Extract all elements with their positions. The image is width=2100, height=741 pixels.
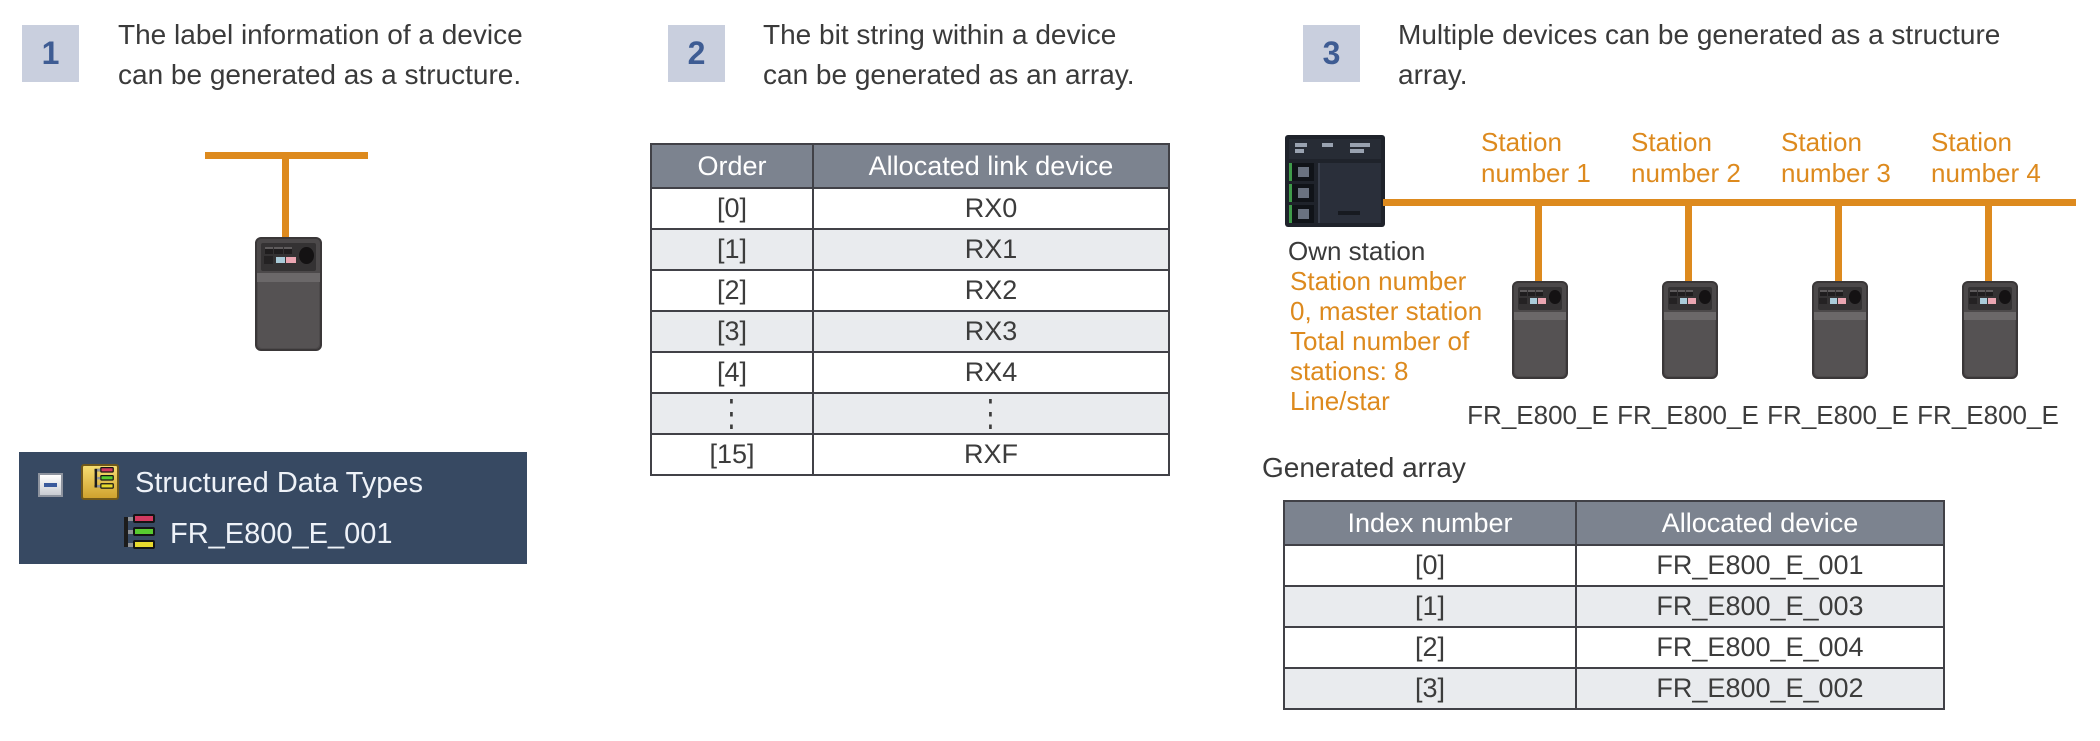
keypad-button xyxy=(284,246,293,255)
table-row: [4]RX4 xyxy=(650,351,1170,394)
network-drop-line xyxy=(1985,199,1992,283)
keypad-dial xyxy=(299,246,314,264)
table-cell: [3] xyxy=(650,310,814,353)
table-cell: [0] xyxy=(1283,544,1577,587)
inverter-band xyxy=(257,273,320,282)
section-1-number: 1 xyxy=(41,35,60,71)
table-cell: RXF xyxy=(812,433,1170,476)
section-3-number: 3 xyxy=(1322,35,1341,71)
table-cell: [2] xyxy=(1283,626,1577,669)
generated-array-table: Index number Allocated device [0]FR_E800… xyxy=(1283,500,1945,710)
master-station-info: Station number 0, master station Total n… xyxy=(1290,266,1483,416)
device-label-1: FR_E800_E xyxy=(1467,400,1609,430)
table-row: [1]RX1 xyxy=(650,228,1170,271)
device-label-4: FR_E800_E xyxy=(1917,400,2059,430)
table-cell: [2] xyxy=(650,269,814,312)
table-row: [15]RXF xyxy=(650,433,1170,476)
table-row: [3]FR_E800_E_002 xyxy=(1283,667,1945,710)
table-cell: [1] xyxy=(1283,585,1577,628)
section-1-caption-line1: The label information of a device xyxy=(118,19,523,50)
section-3-caption-line1: Multiple devices can be generated as a s… xyxy=(1398,19,2001,50)
inverter-device xyxy=(255,237,322,351)
inverter-device-station-1 xyxy=(1512,281,1568,379)
table-cell: RX4 xyxy=(812,351,1170,394)
inverter-device-station-3 xyxy=(1812,281,1868,379)
station-1-label: Station number 1 xyxy=(1481,127,1591,188)
inverter-body xyxy=(258,281,319,348)
section-2-caption-line2: can be generated as an array. xyxy=(763,59,1135,90)
device-label-2: FR_E800_E xyxy=(1617,400,1759,430)
section-2-number: 2 xyxy=(687,35,706,71)
table-cell: FR_E800_E_002 xyxy=(1575,667,1945,710)
own-station-label: Own station xyxy=(1288,236,1426,266)
inverter-device-station-4 xyxy=(1962,281,2018,379)
column-header-allocated-device: Allocated device xyxy=(1575,500,1945,546)
tree-collapse-icon[interactable] xyxy=(38,473,63,497)
table-row: [0]FR_E800_E_001 xyxy=(1283,544,1945,587)
section-1-badge: 1 xyxy=(22,25,79,82)
section-1-caption: The label information of a device can be… xyxy=(118,15,523,95)
keypad-button xyxy=(263,256,274,264)
table-cell: RX3 xyxy=(812,310,1170,353)
table-cell: RX0 xyxy=(812,187,1170,230)
column-header-index-number: Index number xyxy=(1283,500,1577,546)
network-bus-line xyxy=(1383,199,2076,206)
station-4-label: Station number 4 xyxy=(1931,127,2041,188)
keypad-button xyxy=(274,246,283,255)
generated-array-title: Generated array xyxy=(1262,452,1466,483)
section-3-caption: Multiple devices can be generated as a s… xyxy=(1398,15,2000,95)
table-cell: RX1 xyxy=(812,228,1170,271)
table-cell: [15] xyxy=(650,433,814,476)
table-cell: [3] xyxy=(1283,667,1577,710)
table-cell: FR_E800_E_001 xyxy=(1575,544,1945,587)
plc-icon xyxy=(1285,135,1385,227)
table-row: [2]RX2 xyxy=(650,269,1170,312)
table-row: [1]FR_E800_E_003 xyxy=(1283,585,1945,628)
table-cell: [1] xyxy=(650,228,814,271)
section-2-badge: 2 xyxy=(668,25,725,82)
column-header-order: Order xyxy=(650,143,814,189)
table-cell: ⋮ xyxy=(650,391,814,435)
inverter-keypad xyxy=(261,243,316,271)
section-3-badge: 3 xyxy=(1303,25,1360,82)
section-2-caption: The bit string within a device can be ge… xyxy=(763,15,1135,95)
table-cell: RX2 xyxy=(812,269,1170,312)
station-3-label: Station number 3 xyxy=(1781,127,1891,188)
plc-indicator-strip xyxy=(1289,138,1381,159)
structure-icon xyxy=(94,467,115,489)
table-header-row: Index number Allocated device xyxy=(1283,500,1945,546)
table-cell: FR_E800_E_003 xyxy=(1575,585,1945,628)
plc-ports xyxy=(1289,162,1314,224)
plc-face xyxy=(1318,162,1381,224)
table-cell: [4] xyxy=(650,351,814,394)
section-1-caption-line2: can be generated as a structure. xyxy=(118,59,522,90)
device-label-3: FR_E800_E xyxy=(1767,400,1909,430)
data-type-folder-icon xyxy=(81,464,119,500)
table-cell: [0] xyxy=(650,187,814,230)
table-cell: FR_E800_E_004 xyxy=(1575,626,1945,669)
structure-icon xyxy=(123,514,157,550)
keypad-pink-button xyxy=(286,256,296,264)
table-header-row: Order Allocated link device xyxy=(650,143,1170,189)
table-row: [3]RX3 xyxy=(650,310,1170,353)
tree-item-fr-e800-e-001[interactable]: FR_E800_E_001 xyxy=(170,518,393,550)
table-row: [0]RX0 xyxy=(650,187,1170,230)
network-drop-line xyxy=(282,152,289,239)
section-3-caption-line2: array. xyxy=(1398,59,1468,90)
column-header-allocated-link-device: Allocated link device xyxy=(812,143,1170,189)
station-2-label: Station number 2 xyxy=(1631,127,1741,188)
network-drop-line xyxy=(1685,199,1692,283)
network-drop-line xyxy=(1535,199,1542,283)
bit-array-table: Order Allocated link device [0]RX0[1]RX1… xyxy=(650,143,1170,476)
keypad-button xyxy=(264,246,273,255)
inverter-device-station-2 xyxy=(1662,281,1718,379)
network-drop-line xyxy=(1835,199,1842,283)
table-cell: ⋮ xyxy=(812,391,1170,435)
tree-item-structured-data-types[interactable]: Structured Data Types xyxy=(135,467,424,499)
section-2-caption-line1: The bit string within a device xyxy=(763,19,1117,50)
table-row: [2]FR_E800_E_004 xyxy=(1283,626,1945,669)
structured-data-types-tree: Structured Data Types FR_E800_E_001 xyxy=(19,452,527,564)
table-row: ⋮⋮ xyxy=(650,391,1170,435)
keypad-blue-button xyxy=(276,256,286,264)
